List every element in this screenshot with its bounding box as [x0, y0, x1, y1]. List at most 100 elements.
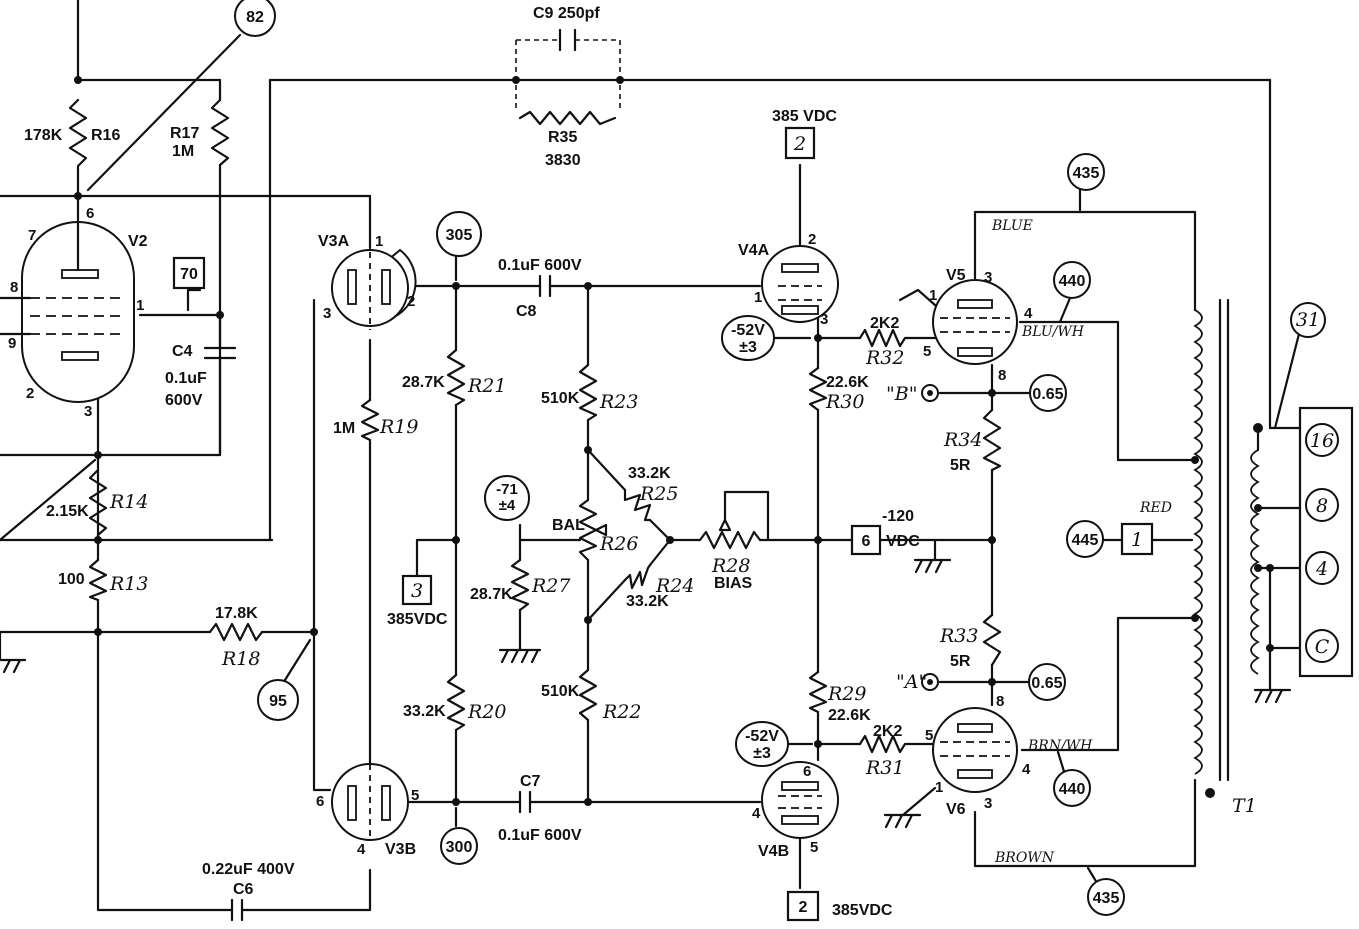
r21-resistor — [446, 348, 466, 407]
r24-value: 33.2K — [626, 593, 669, 610]
svg-text:0.65: 0.65 — [1031, 675, 1062, 692]
svg-text:1: 1 — [136, 297, 144, 314]
tap-4: 4 — [1305, 551, 1339, 585]
callout-440-bot: 440 — [1053, 769, 1091, 807]
v4b-label: V4B — [758, 843, 789, 860]
r28-potentiometer — [698, 530, 762, 550]
resistors — [68, 98, 1002, 754]
vdc-label: VDC — [886, 533, 920, 550]
tap-c: C — [1305, 629, 1339, 663]
r16-resistor — [68, 98, 88, 172]
dashed-traces — [222, 39, 621, 200]
callout-minus52-top: -52V±3 — [721, 315, 775, 361]
svg-text:6: 6 — [316, 793, 324, 810]
test-point-b-label: "B" — [886, 383, 917, 405]
svg-text:70: 70 — [180, 266, 198, 283]
callout-31: 31 — [1290, 302, 1326, 338]
svg-text:3: 3 — [411, 580, 423, 602]
svg-text:3: 3 — [984, 795, 992, 812]
component-labels: C9 250pf R35 3830 178K R16 R17 1M V2 C4 … — [24, 5, 1257, 919]
vdc385-top: 385 VDC — [772, 108, 837, 125]
r22-resistor — [578, 668, 598, 722]
r27-value: 28.7K — [470, 586, 513, 603]
c4-label: C4 — [172, 343, 193, 360]
wire-brnwh-label: BRN/WH — [1027, 738, 1093, 754]
ground-icon — [913, 558, 952, 574]
ground-icon — [0, 630, 27, 674]
svg-text:3: 3 — [323, 305, 331, 322]
vdc385-bot: 385VDC — [832, 902, 893, 919]
r18-value: 17.8K — [215, 605, 258, 622]
svg-text:5: 5 — [411, 787, 419, 804]
v2-label: V2 — [128, 233, 148, 250]
r29-value: 22.6K — [828, 707, 871, 724]
c4-capacitor — [203, 313, 237, 457]
callout-82: 82 — [234, 0, 276, 37]
tube-v4b — [761, 761, 839, 839]
r13-resistor — [88, 558, 108, 602]
callout-065-bot: 0.65 — [1028, 663, 1066, 701]
svg-text:445: 445 — [1072, 532, 1099, 549]
r23-label: R23 — [599, 391, 638, 413]
r23-resistor — [578, 363, 598, 422]
ground-icon — [883, 813, 922, 829]
c8-label: C8 — [516, 303, 537, 320]
callout-065-top: 0.65 — [1029, 374, 1067, 412]
svg-text:±3: ±3 — [753, 745, 771, 762]
terminal-1-red: 1 — [1120, 522, 1154, 556]
c9-label: C9 250pf — [533, 5, 600, 22]
r23-value: 510K — [541, 390, 580, 407]
v3b-label: V3B — [385, 841, 416, 858]
svg-text:8: 8 — [10, 279, 18, 296]
svg-text:440: 440 — [1059, 781, 1086, 798]
svg-text:31: 31 — [1296, 309, 1320, 331]
r14-value: 2.15K — [46, 503, 89, 520]
svg-text:8: 8 — [998, 367, 1006, 384]
output-transformer — [1193, 298, 1354, 782]
vm120-label: -120 — [882, 508, 914, 525]
svg-text:440: 440 — [1059, 273, 1086, 290]
svg-text:4: 4 — [752, 805, 761, 822]
c8-value: 0.1uF 600V — [498, 257, 582, 274]
r35-label: R35 — [548, 129, 577, 146]
svg-text:82: 82 — [246, 9, 264, 26]
r34-resistor — [982, 408, 1002, 472]
tube-v2 — [0, 220, 135, 403]
r30-label: R30 — [825, 391, 864, 413]
svg-text:1: 1 — [935, 779, 943, 796]
test-point-a-label: "A" — [896, 671, 927, 693]
r35-value: 3830 — [545, 152, 581, 169]
c6-value: 0.22uF 400V — [202, 861, 295, 878]
ground-icon — [1253, 688, 1292, 704]
r30-resistor — [808, 366, 828, 412]
svg-text:7: 7 — [28, 227, 36, 244]
terminal-3: 3 — [401, 574, 433, 606]
tube-v5 — [932, 279, 1018, 365]
svg-text:C: C — [1315, 636, 1330, 658]
svg-text:6: 6 — [862, 533, 871, 550]
r18-resistor — [208, 622, 264, 642]
v3a-label: V3A — [318, 233, 350, 250]
r14-resistor — [88, 468, 108, 542]
r25-resistor — [623, 488, 652, 522]
r26-label: R26 — [599, 533, 638, 555]
r19-value: 1M — [333, 420, 355, 437]
svg-text:2: 2 — [799, 899, 808, 916]
r20-value: 33.2K — [403, 703, 446, 720]
svg-text:1: 1 — [1131, 529, 1143, 551]
svg-text:3: 3 — [984, 269, 992, 286]
svg-text:8: 8 — [996, 693, 1004, 710]
svg-text:-71: -71 — [496, 481, 518, 498]
terminal-6: 6 — [850, 524, 882, 556]
c9-capacitor — [558, 28, 577, 52]
capacitors — [203, 28, 577, 922]
svg-text:435: 435 — [1093, 890, 1120, 907]
r32-value: 2K2 — [870, 315, 899, 332]
svg-text:95: 95 — [269, 693, 287, 710]
svg-text:1: 1 — [375, 233, 383, 250]
callout-95: 95 — [257, 679, 299, 721]
v6-label: V6 — [946, 801, 966, 818]
svg-text:-52V: -52V — [745, 728, 779, 745]
r31-label: R31 — [865, 757, 904, 779]
callout-minus71: -71±4 — [484, 475, 530, 521]
